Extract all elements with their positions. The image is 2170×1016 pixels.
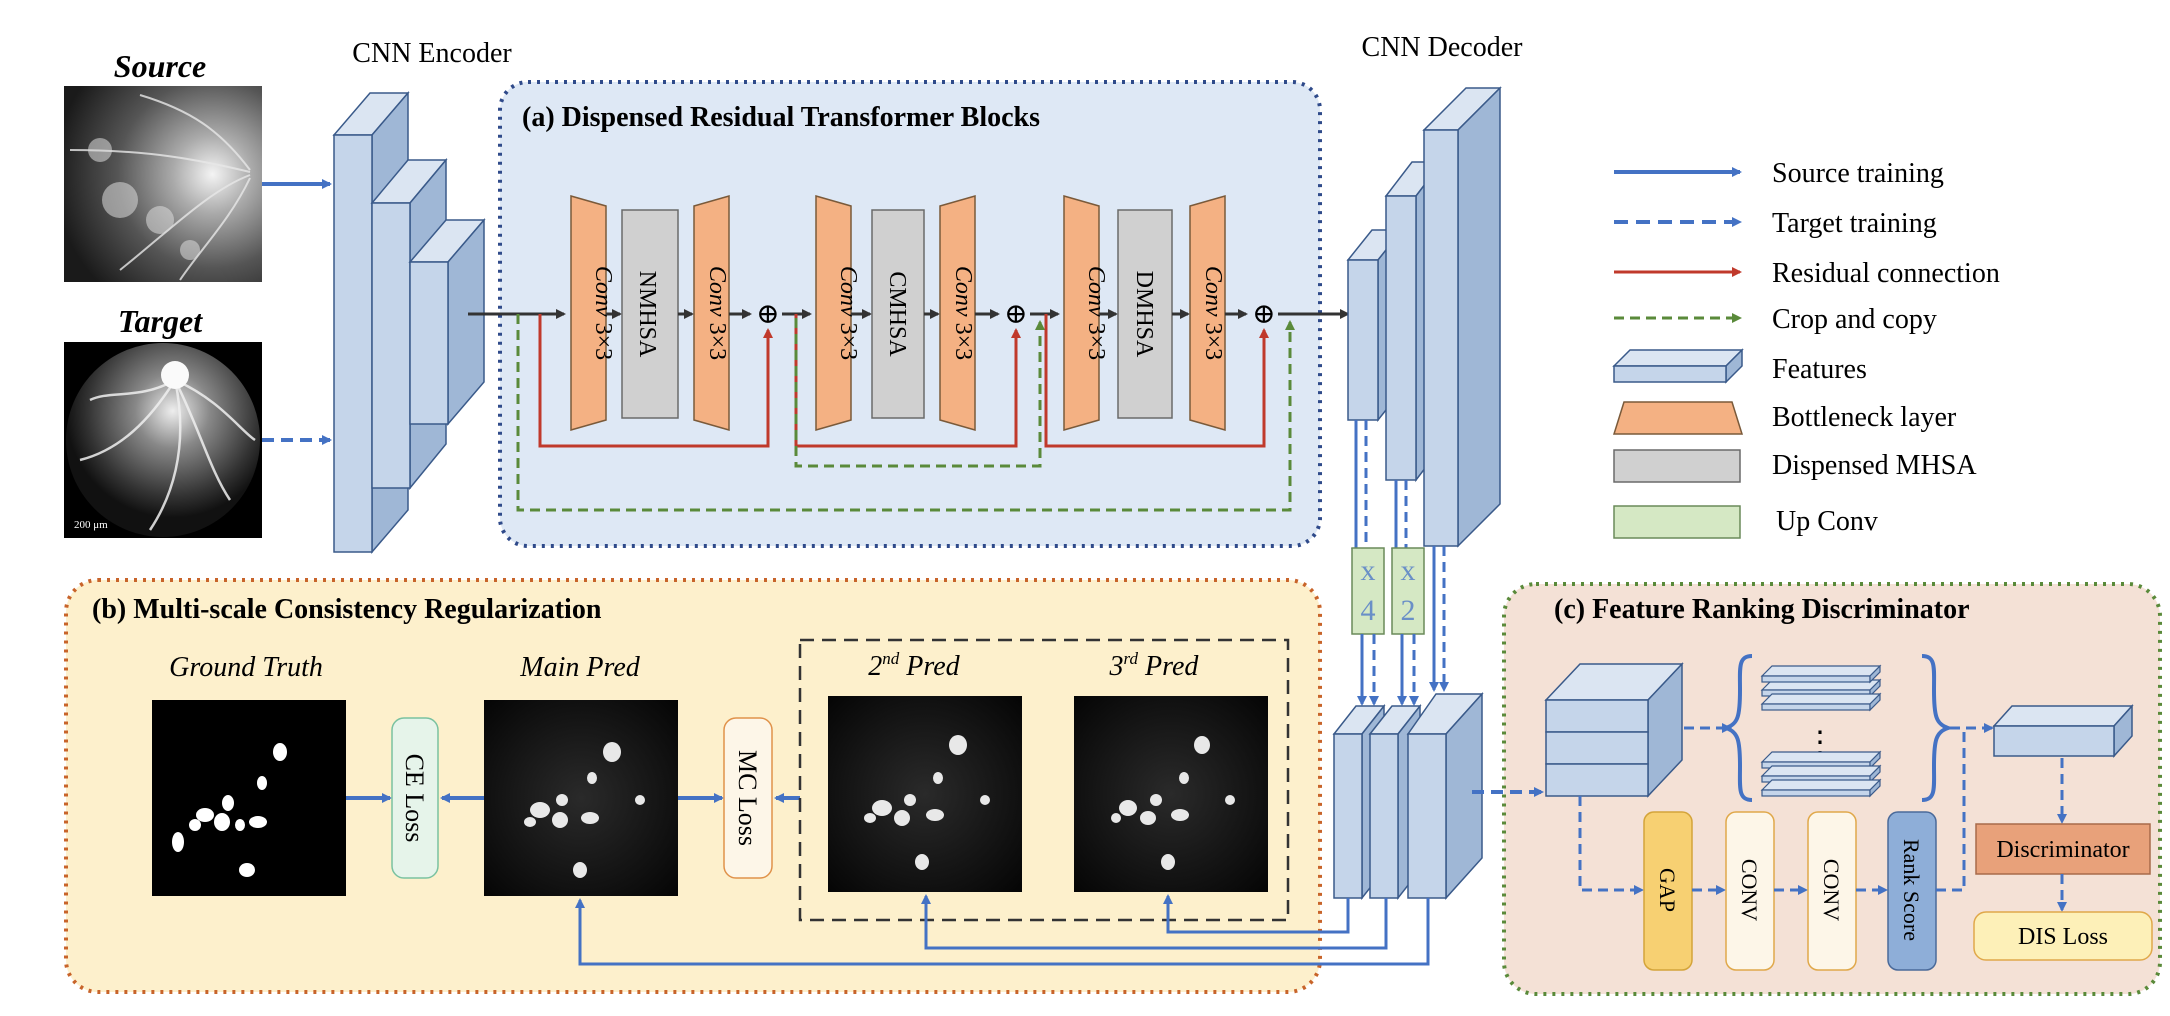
legend-bottleneck-layer: Bottleneck layer — [1772, 402, 1957, 433]
residual-connection-1 — [538, 314, 773, 448]
conv-label: Conv 3×3 — [950, 266, 976, 360]
target-label: Target — [118, 303, 203, 339]
ground-truth-image — [152, 700, 346, 896]
mhsa-layer — [621, 209, 679, 419]
legend-source-training: Source training — [1772, 158, 1944, 189]
pred3-label: 3rd Pred — [1109, 649, 1200, 682]
legend-dispensed-mhsa: Dispensed MHSA — [1772, 450, 1977, 481]
conv-label: Conv 3×3 — [704, 266, 730, 360]
legend-bottleneck-icon — [1612, 401, 1744, 435]
panel-a-title: (a) Dispensed Residual Transformer Block… — [522, 102, 1040, 133]
encoder-title: CNN Encoder — [352, 38, 512, 69]
pred2-feedback-arrow — [921, 894, 1388, 950]
transformer-block-2: Conv 3×3 CMHSA Conv 3×3 ⊕ — [815, 195, 1060, 431]
target-image: 200 μm — [64, 342, 262, 538]
bottleneck-layer — [693, 195, 730, 431]
source-label: Source — [114, 48, 206, 84]
gap-box: GAP — [1643, 811, 1693, 971]
sum-symbol: ⊕ — [1004, 299, 1027, 330]
conv-label: Conv 3×3 — [1200, 266, 1226, 360]
discriminator-box: Discriminator — [1975, 823, 2151, 875]
upconv-down-arrows — [1357, 634, 1419, 706]
svg-text:DIS Loss: DIS Loss — [2018, 924, 2108, 950]
bottleneck-layer — [815, 195, 852, 431]
svg-text:MC Loss: MC Loss — [733, 750, 762, 846]
conv-label: Conv 3×3 — [590, 266, 616, 360]
legend-residual-connection: Residual connection — [1772, 258, 2000, 289]
svg-text:2: 2 — [1401, 594, 1416, 627]
legend-upconv-icon — [1613, 505, 1741, 539]
rank-score-box: Rank Score — [1887, 811, 1937, 971]
ground-truth-label: Ground Truth — [169, 652, 323, 683]
transformer-block-3: Conv 3×3 DMHSA Conv 3×3 ⊕ — [1063, 195, 1350, 431]
svg-text:x: x — [1361, 554, 1376, 587]
output-feature-3 — [1406, 692, 1484, 900]
dis-loss-box: DIS Loss — [1973, 911, 2153, 961]
mc-loss-box: MC Loss — [723, 717, 773, 879]
legend-mhsa-icon — [1613, 449, 1741, 483]
panel-c-title: (c) Feature Ranking Discriminator — [1554, 594, 1970, 625]
bottleneck-layer — [570, 195, 607, 431]
svg-text:CONV: CONV — [1737, 859, 1762, 921]
right-brace — [1921, 654, 1955, 802]
conv1-box: CONV — [1725, 811, 1775, 971]
pred2-label: 2nd Pred — [868, 649, 960, 682]
feature-cube — [1544, 662, 1684, 798]
bottleneck-layer — [1063, 195, 1100, 431]
crop-copy-2 — [516, 314, 1295, 512]
mhsa-label: CMHSA — [884, 271, 910, 357]
ranked-slabs-bottom — [1760, 750, 1882, 798]
upconv-x2: x 2 — [1391, 547, 1425, 635]
mhsa-layer — [871, 209, 925, 419]
mhsa-label: NMHSA — [634, 271, 660, 358]
crop-copy-1 — [794, 318, 1045, 468]
decoder-down-arrows — [1351, 420, 1449, 692]
legend-crop-and-copy: Crop and copy — [1772, 304, 1937, 335]
conv-label: Conv 3×3 — [1083, 266, 1109, 360]
svg-text:GAP: GAP — [1655, 868, 1680, 912]
aux-pred-group — [798, 638, 1290, 922]
pred3-image — [1074, 696, 1268, 892]
legend-feature-icon — [1612, 348, 1744, 384]
svg-text:Discriminator: Discriminator — [1996, 837, 2129, 863]
main-pred-label: Main Pred — [519, 652, 640, 683]
ce-loss-box: CE Loss — [391, 717, 439, 879]
scale-bar-text: 200 μm — [74, 519, 108, 531]
legend: Source training Target training Residual… — [1612, 158, 2000, 539]
decoder-block-3 — [1422, 86, 1502, 548]
mhsa-layer — [1117, 209, 1173, 419]
svg-text:CE Loss: CE Loss — [400, 754, 429, 843]
legend-features: Features — [1772, 354, 1867, 385]
panel-b-title: (b) Multi-scale Consistency Regularizati… — [92, 594, 602, 625]
sum-symbol: ⊕ — [1252, 299, 1275, 330]
conv-label: Conv 3×3 — [835, 266, 861, 360]
sum-symbol: ⊕ — [756, 299, 779, 330]
bottleneck-layer — [1189, 195, 1226, 431]
conv2-box: CONV — [1807, 811, 1857, 971]
svg-text:Rank Score: Rank Score — [1899, 839, 1924, 941]
discriminator-feature — [1992, 704, 2134, 758]
main-pred-image — [484, 700, 678, 896]
decoder-title: CNN Decoder — [1362, 32, 1524, 63]
mhsa-label: DMHSA — [1131, 271, 1157, 358]
bottleneck-layer — [939, 195, 976, 431]
ranked-slabs-top — [1760, 664, 1882, 712]
main-pred-feedback-arrow — [575, 898, 1430, 966]
legend-target-training: Target training — [1772, 208, 1937, 239]
source-image — [64, 86, 262, 282]
legend-up-conv: Up Conv — [1776, 506, 1878, 537]
transformer-block-1: Conv 3×3 NMHSA Conv 3×3 ⊕ — [570, 195, 812, 431]
pred2-image — [828, 696, 1022, 892]
residual-connection-2 — [794, 314, 1021, 448]
pred3-feedback-arrow — [1163, 894, 1350, 934]
svg-text:CONV: CONV — [1819, 859, 1844, 921]
encoder-block-3 — [408, 217, 486, 427]
svg-text:x: x — [1401, 554, 1416, 587]
upconv-x4: x 4 — [1351, 547, 1385, 635]
left-brace — [1719, 654, 1753, 802]
svg-text:4: 4 — [1361, 594, 1376, 627]
residual-connection-3 — [1044, 314, 1269, 448]
